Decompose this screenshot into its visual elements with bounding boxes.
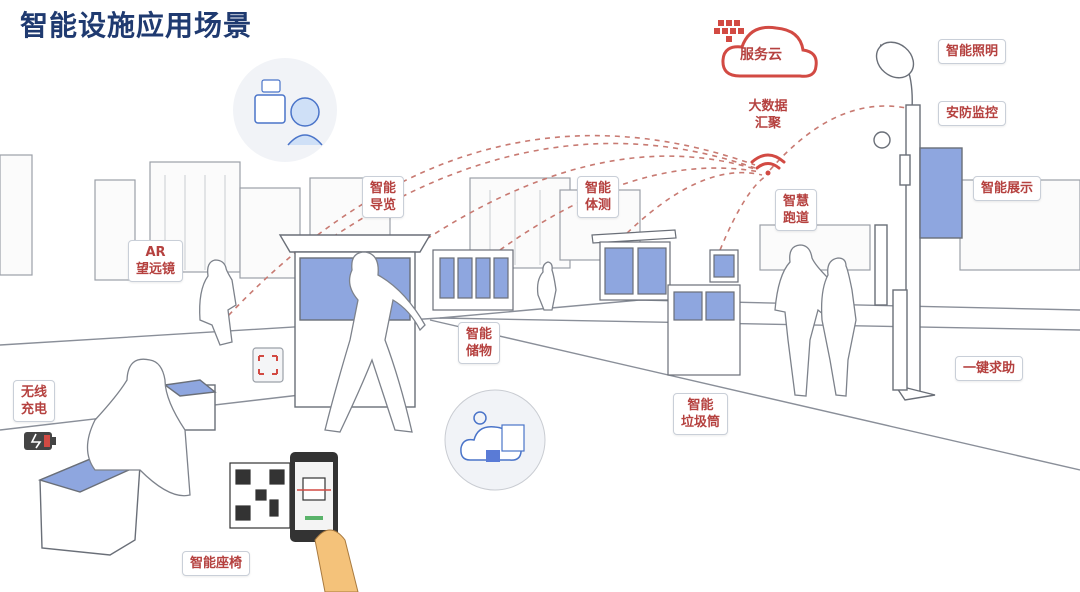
tag-ar-line2: 望远镜 <box>136 261 175 278</box>
qr-code-icon <box>230 463 290 528</box>
tag-trash-line2: 垃圾筒 <box>681 414 720 431</box>
battery-icon <box>24 432 56 450</box>
tag-display: 智能展示 <box>973 176 1041 201</box>
tag-runway-line1: 智慧 <box>783 193 809 210</box>
tag-monitoring: 安防监控 <box>938 101 1006 126</box>
tag-guide-line1: 智能 <box>370 180 396 197</box>
phone-icon <box>290 452 358 592</box>
tag-trash: 智能 垃圾筒 <box>673 393 728 435</box>
cloud-chip-icon <box>445 390 545 490</box>
hub-line2: 汇聚 <box>730 115 806 132</box>
scan-frame-icon <box>253 348 283 382</box>
tag-guide: 智能 导览 <box>362 176 404 218</box>
smart-trash-bin <box>668 250 740 375</box>
tag-runway-line2: 跑道 <box>783 210 809 227</box>
tag-trash-line1: 智能 <box>681 397 720 414</box>
tag-runway: 智慧 跑道 <box>775 189 817 231</box>
wifi-icon <box>752 155 784 176</box>
hub-line1: 大数据 <box>730 98 806 115</box>
tag-lighting: 智能照明 <box>938 39 1006 64</box>
tag-fitness-line2: 体测 <box>585 197 611 214</box>
tag-wireless-line1: 无线 <box>21 384 47 401</box>
tag-fitness-line1: 智能 <box>585 180 611 197</box>
tag-seat: 智能座椅 <box>182 551 250 576</box>
tag-guide-line2: 导览 <box>370 197 396 214</box>
storage-lockers <box>433 250 513 310</box>
tag-storage-line1: 智能 <box>466 326 492 343</box>
tag-fitness: 智能 体测 <box>577 176 619 218</box>
chat-avatar-icon <box>233 58 337 162</box>
tag-ar: AR 望远镜 <box>128 240 183 282</box>
fitness-shelter <box>592 230 676 300</box>
tag-wireless: 无线 充电 <box>13 380 55 422</box>
tag-wireless-line2: 充电 <box>21 401 47 418</box>
tag-sos: 一键求助 <box>955 356 1023 381</box>
smart-lamp-post <box>869 35 962 400</box>
hub-label: 大数据 汇聚 <box>730 98 806 132</box>
cloud-label: 服务云 <box>740 47 782 64</box>
tag-storage: 智能 储物 <box>458 322 500 364</box>
tag-storage-line2: 储物 <box>466 343 492 360</box>
tag-ar-line1: AR <box>136 244 175 261</box>
